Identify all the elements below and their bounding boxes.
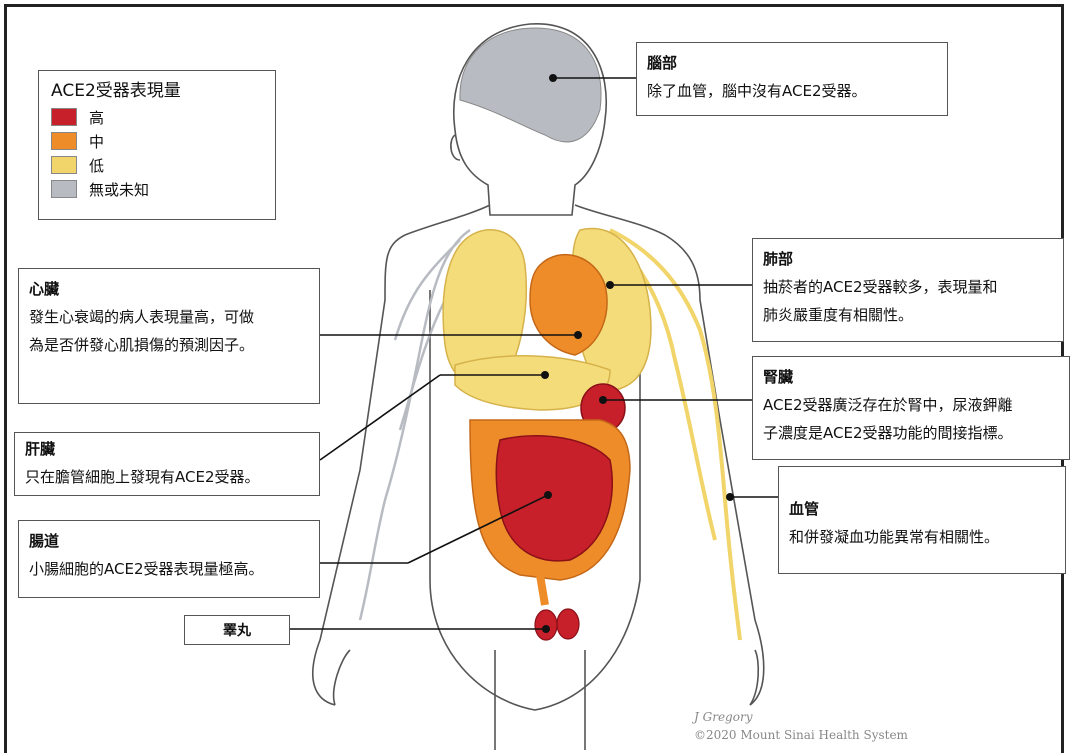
legend-swatch: [51, 108, 77, 126]
callout-text: 抽菸者的ACE2受器較多，表現量和: [763, 273, 1053, 301]
legend-label: 無或未知: [89, 179, 149, 200]
callout-text: 為是否併發心肌損傷的預測因子。: [29, 331, 309, 359]
legend-label: 高: [89, 107, 104, 128]
brain-region: [460, 28, 601, 142]
callout-text: ACE2受器廣泛存在於腎中，尿液鉀離: [763, 391, 1059, 419]
callout-title: 腎臟: [763, 363, 1059, 391]
copyright-credit: ©2020 Mount Sinai Health System: [694, 728, 908, 742]
legend-swatch: [51, 156, 77, 174]
heart-organ: [530, 255, 607, 355]
callout-title: 睪丸: [223, 620, 251, 640]
legend-item-none: 無或未知: [51, 177, 263, 201]
callout-title: 腦部: [647, 49, 937, 77]
legend-item-high: 高: [51, 105, 263, 129]
callout-text: 和併發凝血功能異常有相關性。: [789, 523, 1055, 551]
callout-vessel: 血管 和併發凝血功能異常有相關性。: [778, 466, 1066, 574]
legend-item-low: 低: [51, 153, 263, 177]
callout-heart: 心臟 發生心衰竭的病人表現量高，可做 為是否併發心肌損傷的預測因子。: [18, 268, 320, 404]
callout-text: 子濃度是ACE2受器功能的間接指標。: [763, 419, 1059, 447]
callout-title: 血管: [789, 495, 1055, 523]
callout-intestine: 腸道 小腸細胞的ACE2受器表現量極高。: [18, 520, 320, 598]
legend-label: 低: [89, 155, 104, 176]
legend-swatch: [51, 132, 77, 150]
legend: ACE2受器表現量 高 中 低 無或未知: [38, 70, 276, 220]
artist-credit: J Gregory: [694, 710, 752, 724]
legend-item-medium: 中: [51, 129, 263, 153]
callout-brain: 腦部 除了血管，腦中沒有ACE2受器。: [636, 42, 948, 116]
callout-lung: 肺部 抽菸者的ACE2受器較多，表現量和 肺炎嚴重度有相關性。: [752, 238, 1064, 342]
callout-text: 只在膽管細胞上發現有ACE2受器。: [25, 463, 309, 491]
legend-swatch: [51, 180, 77, 198]
callout-liver: 肝臟 只在膽管細胞上發現有ACE2受器。: [14, 432, 320, 496]
callout-testis: 睪丸: [184, 615, 290, 645]
callout-title: 肺部: [763, 245, 1053, 273]
callout-title: 腸道: [29, 527, 309, 555]
legend-label: 中: [89, 131, 104, 152]
callout-text: 發生心衰竭的病人表現量高，可做: [29, 303, 309, 331]
callout-title: 心臟: [29, 275, 309, 303]
legend-title: ACE2受器表現量: [51, 77, 263, 105]
testis-right: [557, 609, 579, 639]
callout-title: 肝臟: [25, 435, 309, 463]
callout-text: 小腸細胞的ACE2受器表現量極高。: [29, 555, 309, 583]
callout-kidney: 腎臟 ACE2受器廣泛存在於腎中，尿液鉀離 子濃度是ACE2受器功能的間接指標。: [752, 356, 1070, 460]
callout-text: 肺炎嚴重度有相關性。: [763, 301, 1053, 329]
callout-text: 除了血管，腦中沒有ACE2受器。: [647, 77, 937, 105]
